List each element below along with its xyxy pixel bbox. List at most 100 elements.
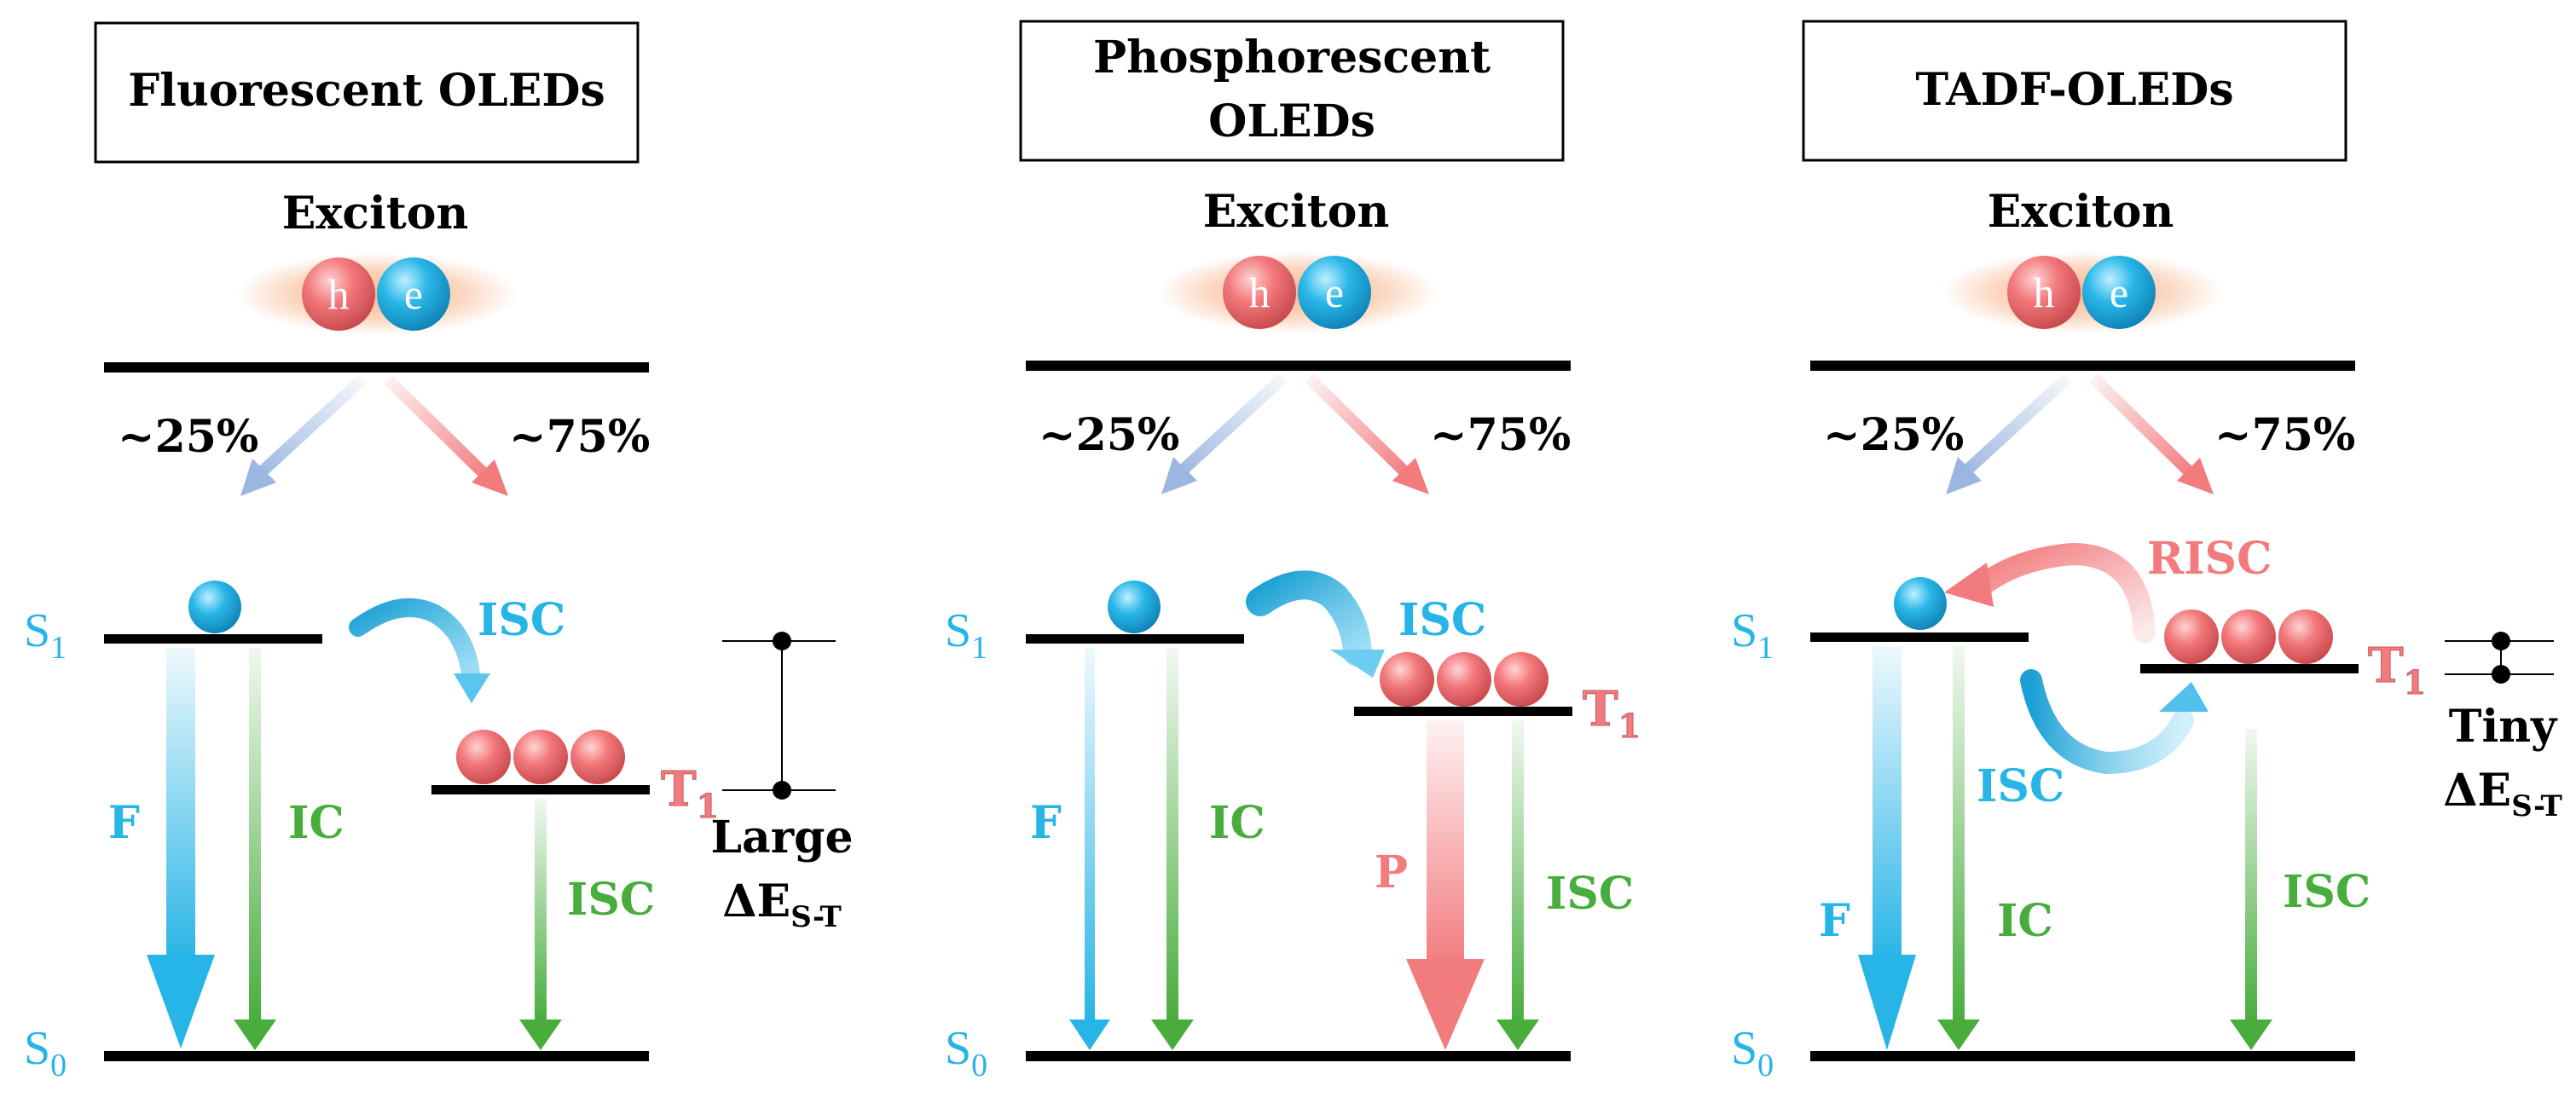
triplet-exciton-icon-3: [1494, 652, 1548, 707]
singlet-fraction: ~25%: [118, 411, 258, 463]
panel-phosphorescent: Phosphorescent OLEDs Exciton h e ~25% ~7…: [945, 20, 1641, 1083]
triplet-branch-arrow: [384, 375, 508, 496]
s0-level-line: [1810, 1051, 2355, 1061]
t1-decay-arrow: [2230, 729, 2272, 1050]
singlet-exciton-icon: [1894, 577, 1947, 630]
internal-conversion-arrow: [234, 648, 276, 1050]
fluorescence-arrow: [1858, 646, 1916, 1050]
hole-sphere-icon: [2007, 256, 2081, 329]
hole-symbol: h: [2034, 269, 2055, 316]
triplet-fraction: ~75%: [2214, 409, 2355, 461]
exciton-level-line: [1026, 361, 1571, 371]
triplet-branch-arrow: [1305, 373, 1429, 494]
triplet-exciton-icon-3: [570, 730, 625, 784]
hole-sphere-icon: [302, 257, 375, 331]
exciton-label: Exciton: [1203, 186, 1390, 238]
risc-arrow-icon: [1976, 542, 2156, 644]
isc-label: ISC: [478, 594, 565, 646]
title-box: [94, 21, 640, 164]
singlet-branch-arrow: [1161, 373, 1288, 494]
hole-sphere-icon: [1223, 256, 1296, 329]
s0-label: S0: [945, 1022, 987, 1083]
t1-decay-arrow: [519, 799, 562, 1050]
triplet-exciton-icon-1: [2164, 609, 2219, 664]
t1-level-line: [1354, 707, 1572, 716]
internal-conversion-label: IC: [288, 797, 344, 849]
s1-level-line: [1810, 632, 2029, 642]
s1-level-line: [1026, 634, 1244, 644]
t1-label: T1: [1583, 681, 1641, 745]
panel-fluorescent: Fluorescent OLEDs Exciton h e ~25% ~75% …: [24, 21, 854, 1083]
energy-gap-bracket: [722, 632, 836, 800]
electron-sphere-icon: [1298, 256, 1371, 329]
hole-symbol: h: [1249, 269, 1271, 316]
isc-arrow-icon: [1246, 570, 1372, 667]
s1-label: S1: [945, 604, 987, 666]
hole-symbol: h: [328, 270, 350, 318]
exciton-label: Exciton: [1988, 186, 2174, 238]
s1-label: S1: [1731, 604, 1774, 666]
isc-arrow-icon: [349, 598, 480, 683]
title-box: [1802, 20, 2347, 162]
t1-decay-arrow: [1496, 720, 1539, 1050]
t1-label: T1: [661, 761, 719, 825]
triplet-exciton-icon-2: [1437, 652, 1491, 707]
panel-title-line-2: OLEDs: [1208, 95, 1375, 147]
singlet-exciton-icon: [188, 580, 241, 633]
electron-sphere-icon: [377, 257, 450, 331]
internal-conversion-arrow: [1151, 648, 1194, 1050]
s0-level-line: [1026, 1051, 1571, 1061]
panel-title: Fluorescent OLEDs: [128, 65, 605, 117]
isc-up-arrowhead: [2159, 682, 2208, 712]
singlet-branch-arrow: [240, 374, 367, 496]
gap-symbol-label: ΔES-T: [2443, 765, 2562, 823]
triplet-fraction: ~75%: [1430, 409, 1571, 461]
internal-conversion-arrow: [1937, 646, 1980, 1050]
internal-conversion-label: IC: [1209, 797, 1265, 849]
singlet-fraction: ~25%: [1039, 409, 1179, 461]
fluorescence-arrow: [1069, 648, 1110, 1050]
risc-arrowhead: [1944, 563, 1994, 607]
electron-symbol: e: [1325, 269, 1344, 316]
triplet-branch-arrow: [2089, 373, 2214, 494]
isc-arrowhead: [454, 673, 490, 703]
s0-label: S0: [24, 1022, 67, 1083]
isc-arrowhead: [1330, 650, 1385, 678]
singlet-fraction: ~25%: [1823, 409, 1964, 461]
s1-level-line: [104, 634, 322, 644]
title-box: [1019, 20, 1565, 162]
phosphorescence-label: P: [1375, 846, 1408, 898]
triplet-exciton-icon-1: [1380, 652, 1434, 707]
isc-up-arrow-icon: [2020, 669, 2194, 775]
panel-title: TADF-OLEDs: [1915, 64, 2233, 116]
fluorescence-label: F: [1819, 895, 1850, 947]
s1-label: S1: [24, 604, 67, 666]
panel-tadf: TADF-OLEDs Exciton h e ~25% ~75% S1 RISC…: [1731, 20, 2562, 1083]
triplet-exciton-icon-3: [2278, 609, 2333, 664]
gap-size-label: Tiny: [2449, 701, 2558, 753]
fluorescence-label: F: [108, 797, 140, 849]
triplet-exciton-icon-2: [513, 730, 568, 784]
internal-conversion-label: IC: [1997, 895, 2053, 947]
s0-label: S0: [1731, 1022, 1774, 1083]
energy-gap-bracket: [2445, 632, 2554, 684]
exciton-label: Exciton: [282, 188, 469, 240]
t1-level-line: [431, 785, 650, 794]
t1-decay-label: ISC: [567, 874, 655, 926]
triplet-exciton-icon-1: [456, 730, 511, 784]
gap-size-label: Large: [710, 812, 853, 864]
risc-label: RISC: [2147, 533, 2272, 585]
electron-symbol: e: [2110, 269, 2128, 316]
gap-symbol-label: ΔES-T: [722, 875, 842, 934]
t1-decay-label: ISC: [1546, 868, 1634, 920]
singlet-branch-arrow: [1946, 373, 2072, 494]
t1-level-line: [2140, 664, 2359, 673]
isc-label: ISC: [1977, 760, 2064, 812]
panel-title-line-1: Phosphorescent: [1093, 32, 1491, 84]
triplet-exciton-icon-2: [2221, 609, 2276, 664]
exciton-level-line: [104, 362, 649, 373]
triplet-fraction: ~75%: [509, 411, 650, 463]
electron-symbol: e: [404, 270, 423, 318]
electron-sphere-icon: [2082, 256, 2156, 329]
